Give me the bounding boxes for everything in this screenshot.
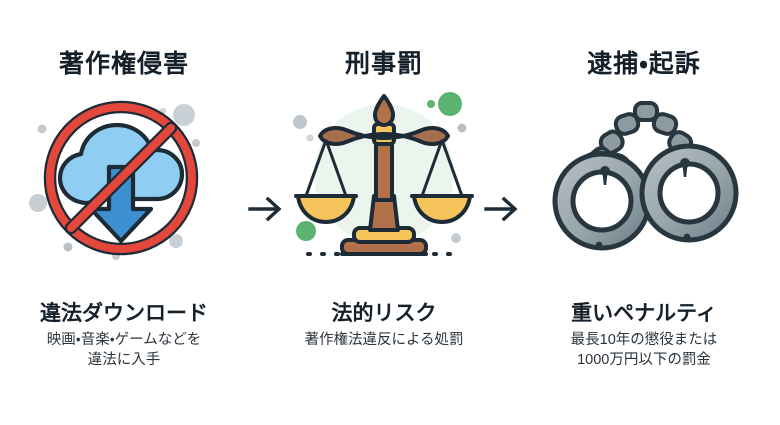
step-3-caption-title: 重いペナルティ — [571, 302, 717, 325]
step-3-caption: 重いペナルティ 最長10年の懲役または 1000万円以下の罰金 — [520, 302, 768, 370]
decor-dot — [293, 115, 307, 129]
step-2-heading: 刑事罰 — [344, 50, 423, 78]
step-1-caption: 違法ダウンロード 映画・音楽・ゲームなどを 違法に入手 — [0, 302, 248, 370]
decor-dot-green — [438, 92, 462, 116]
scale-base-shape — [340, 194, 428, 256]
scale-left-strings — [304, 139, 348, 197]
prohibition-sign-shape — [43, 100, 199, 256]
step-illegal-download: 著作権侵害 — [0, 0, 248, 425]
decor-dot — [173, 104, 195, 126]
decor-dot — [29, 194, 47, 212]
step-2-caption: 法的リスク 著作権法違反による処罰 — [284, 302, 484, 350]
connector-arrow-1 — [248, 0, 284, 425]
step-2-caption-title: 法的リスク — [331, 302, 437, 325]
decor-dot — [306, 134, 314, 142]
decor-dot-green — [296, 221, 316, 241]
step-3-caption-sub-line1: 最長10年の懲役または — [570, 332, 718, 349]
step-1-caption-sub-line1: 映画・音楽・ゲームなどを — [46, 332, 202, 349]
arrow-right-icon — [484, 196, 518, 221]
arrow-right-icon — [248, 196, 282, 221]
handcuffs-icon — [544, 91, 744, 261]
scale-right-pan-shape — [412, 194, 472, 224]
no-cloud-download-icon — [24, 91, 224, 261]
step-arrest-prosecution: 逮捕・起訴 — [520, 0, 768, 425]
step-1-caption-sub-line2: 違法に入手 — [87, 352, 161, 369]
decor-dot — [169, 234, 183, 248]
left-cuff-shape — [552, 150, 652, 250]
step-3-caption-sub-line2: 1000万円以下の罰金 — [577, 352, 711, 369]
right-cuff-shape — [639, 143, 739, 242]
scale-right-strings — [420, 139, 464, 197]
decor-dot — [457, 123, 467, 133]
decor-dot — [37, 124, 47, 134]
connector-arrow-2 — [484, 0, 520, 425]
decor-dot — [63, 242, 73, 252]
left-keyhole-shape — [600, 165, 610, 185]
step-1-heading: 著作権侵害 — [58, 50, 189, 78]
decor-dot — [451, 233, 461, 243]
decor-dot-green — [427, 100, 435, 108]
left-cuff-rivet — [595, 241, 603, 248]
right-keyhole-shape — [680, 157, 690, 177]
decor-dot — [192, 139, 200, 147]
step-1-caption-title: 違法ダウンロード — [40, 302, 208, 325]
right-cuff-rivet — [683, 233, 691, 240]
step-2-caption-sub-line1: 著作権法違反による処罰 — [304, 332, 464, 349]
scales-of-justice-icon — [284, 91, 484, 261]
step-legal-risk: 刑事罰 — [284, 0, 484, 425]
scale-left-pan-shape — [296, 194, 356, 224]
step-3-heading: 逮捕・起訴 — [587, 50, 701, 78]
scale-beam-shape — [318, 126, 450, 146]
scale-finial-shape — [373, 94, 395, 127]
